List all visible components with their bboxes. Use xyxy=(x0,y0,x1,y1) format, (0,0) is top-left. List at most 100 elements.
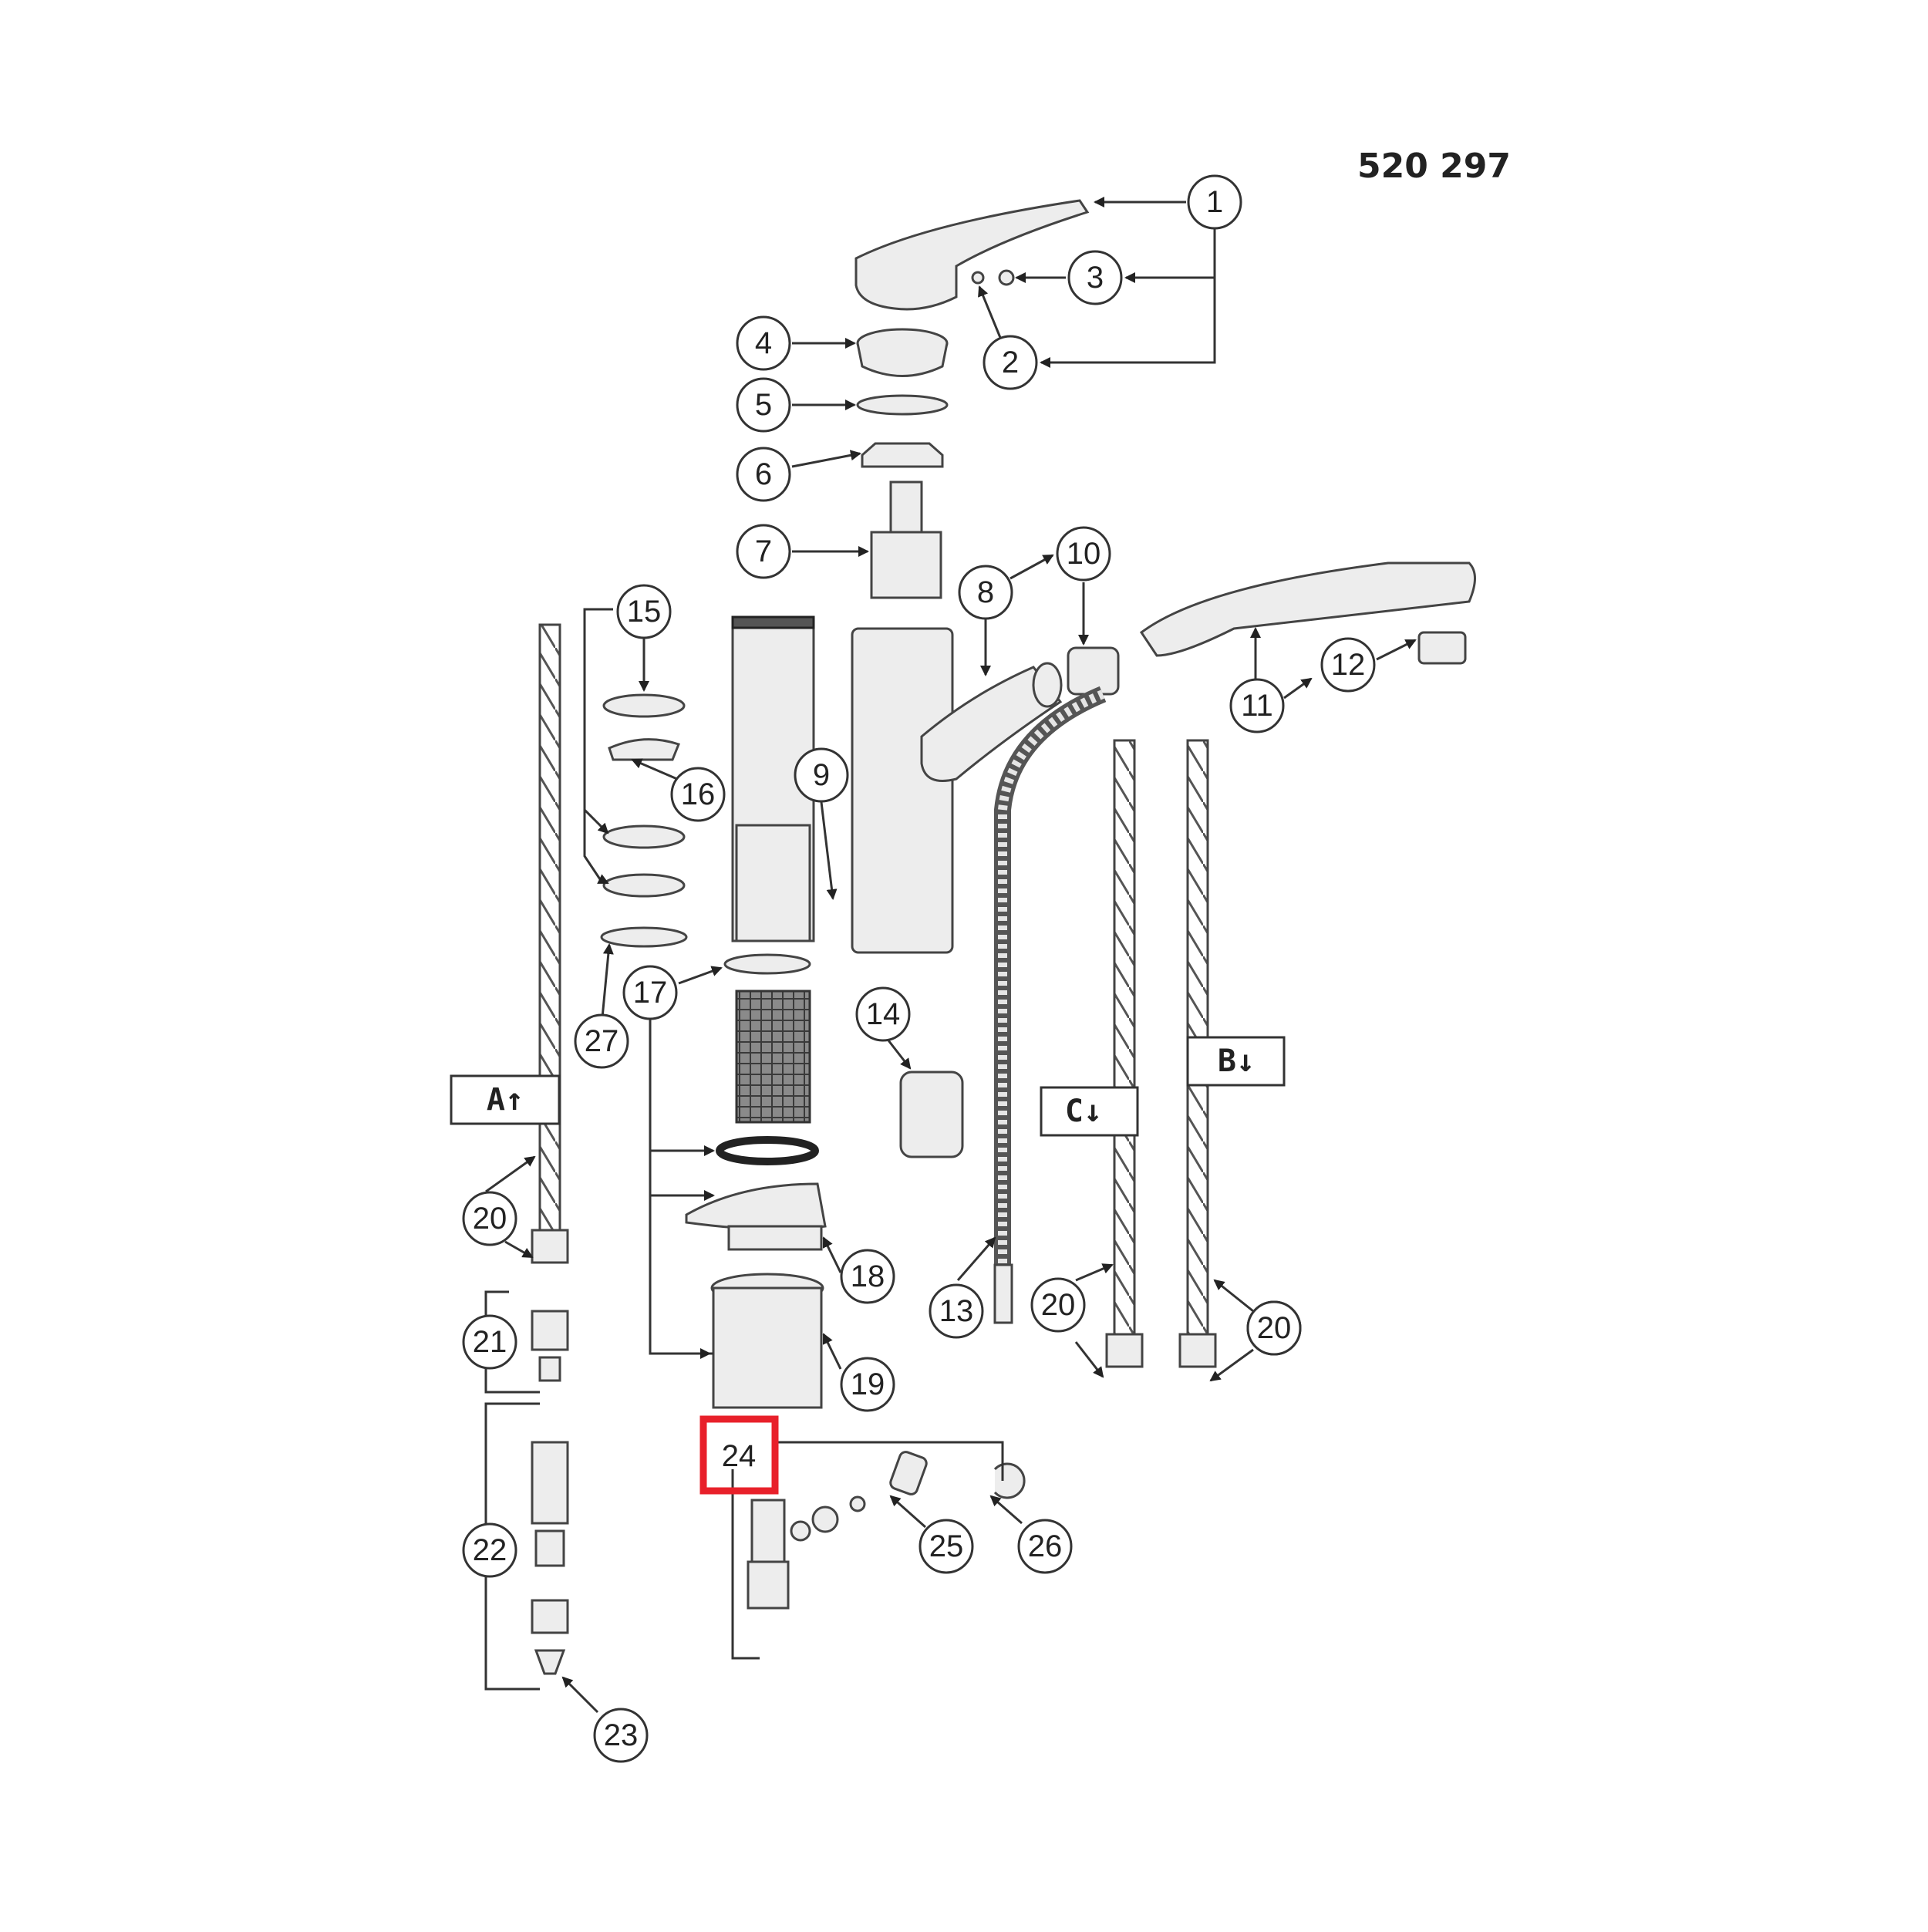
part-pullout-spray xyxy=(1139,561,1476,657)
callout-circle xyxy=(736,447,791,502)
callout-label: 16 xyxy=(681,777,716,811)
callout-circle xyxy=(855,986,911,1042)
part-mount-shank xyxy=(710,1273,824,1409)
part-cartridge xyxy=(870,480,942,599)
callout-21: 21 xyxy=(462,1314,517,1370)
callout-circle xyxy=(958,565,1013,620)
callout-circle xyxy=(462,1522,517,1578)
callout-label: 27 xyxy=(585,1024,619,1058)
callout-label: 6 xyxy=(755,457,772,491)
callout-label: 12 xyxy=(1331,648,1366,682)
part-flex-hose-c xyxy=(1105,739,1144,1368)
callout-circle xyxy=(1187,174,1242,230)
callout-10: 10 xyxy=(1056,526,1111,582)
part-number: 520 297 xyxy=(1357,147,1512,186)
callout-20: 20 xyxy=(462,1191,517,1246)
callout-16: 16 xyxy=(670,767,726,822)
callout-24: 24 xyxy=(722,1439,757,1473)
part-tee-valve xyxy=(747,1495,866,1610)
callout-17: 17 xyxy=(622,965,678,1020)
callout-label: 22 xyxy=(473,1533,507,1567)
callout-circle xyxy=(918,1519,974,1574)
callout-circle xyxy=(736,315,791,371)
leader-lines xyxy=(484,197,1417,1714)
part-filter-mesh xyxy=(735,990,811,1124)
part-strainer xyxy=(534,1649,566,1675)
callout-label: 15 xyxy=(627,595,662,629)
callout-label: 21 xyxy=(473,1325,507,1359)
callout-circle xyxy=(736,524,791,579)
callout-label: 7 xyxy=(755,534,772,568)
callout-19: 19 xyxy=(840,1357,895,1412)
part-cap xyxy=(856,328,949,377)
callout-label: 20 xyxy=(1257,1311,1292,1345)
callout-2: 2 xyxy=(983,335,1038,390)
callout-label: 26 xyxy=(1028,1529,1063,1563)
callout-circle xyxy=(840,1249,895,1304)
callout-27: 27 xyxy=(574,1013,629,1069)
callout-label: 24 xyxy=(722,1439,757,1473)
flow-label-a: A↑ xyxy=(487,1082,524,1118)
callouts: 1234567891011121314151617181920202020212… xyxy=(462,174,1376,1763)
callout-6: 6 xyxy=(736,447,791,502)
callout-label: 11 xyxy=(1241,689,1273,723)
part-adapter xyxy=(531,1310,569,1382)
part-coupling xyxy=(1067,646,1120,696)
callout-14: 14 xyxy=(855,986,911,1042)
callout-circle xyxy=(462,1314,517,1370)
flow-labels: A↑ B↓ C↓ xyxy=(450,1036,1286,1137)
callout-circle xyxy=(616,584,672,639)
callout-8: 8 xyxy=(958,565,1013,620)
callout-26: 26 xyxy=(1017,1519,1073,1574)
callout-label: 25 xyxy=(929,1529,964,1563)
callout-label: 5 xyxy=(755,388,772,422)
callout-circle xyxy=(1067,250,1123,305)
callout-23: 23 xyxy=(593,1708,649,1763)
callout-1: 1 xyxy=(1187,174,1242,230)
callout-5: 5 xyxy=(736,377,791,433)
part-main-body xyxy=(851,627,954,954)
part-weight xyxy=(899,1071,964,1158)
callout-9: 9 xyxy=(794,747,849,803)
part-base-plate xyxy=(685,1182,827,1251)
callout-label: 9 xyxy=(813,758,830,792)
part-seal xyxy=(716,1136,819,1165)
highlight-box xyxy=(699,1415,779,1495)
callout-circle xyxy=(462,1191,517,1246)
callout-circle xyxy=(794,747,849,803)
callout-label: 2 xyxy=(1002,346,1019,379)
callout-circle xyxy=(593,1708,649,1763)
callout-circle xyxy=(983,335,1038,390)
callout-12: 12 xyxy=(1320,637,1376,693)
part-nut xyxy=(861,442,944,468)
callout-15: 15 xyxy=(616,584,672,639)
callout-circle xyxy=(736,377,791,433)
callout-label: 23 xyxy=(604,1718,639,1752)
part-aerator xyxy=(1417,631,1467,665)
part-lever-handle xyxy=(854,199,1090,311)
callout-label: 17 xyxy=(633,976,668,1010)
callout-label: 4 xyxy=(755,326,772,360)
callout-7: 7 xyxy=(736,524,791,579)
callout-label: 20 xyxy=(1041,1288,1076,1322)
callout-circle xyxy=(1056,526,1111,582)
callout-18: 18 xyxy=(840,1249,895,1304)
callout-label: 8 xyxy=(977,575,994,609)
callout-circle xyxy=(929,1283,984,1339)
part-pull-hose xyxy=(993,686,1107,1324)
part-valve-set xyxy=(531,1441,569,1634)
flow-label-c: C↓ xyxy=(1065,1094,1102,1129)
callout-label: 13 xyxy=(939,1294,974,1328)
part-o-ring xyxy=(856,394,949,416)
callout-circle xyxy=(622,965,678,1020)
callout-label: 1 xyxy=(1206,185,1223,219)
callout-label: 19 xyxy=(851,1367,885,1401)
callout-circle xyxy=(574,1013,629,1069)
callout-circle xyxy=(1320,637,1376,693)
part-screw xyxy=(971,269,1015,286)
callout-circle xyxy=(670,767,726,822)
callout-label: 14 xyxy=(866,997,901,1031)
flow-label-b: B↓ xyxy=(1218,1044,1255,1079)
